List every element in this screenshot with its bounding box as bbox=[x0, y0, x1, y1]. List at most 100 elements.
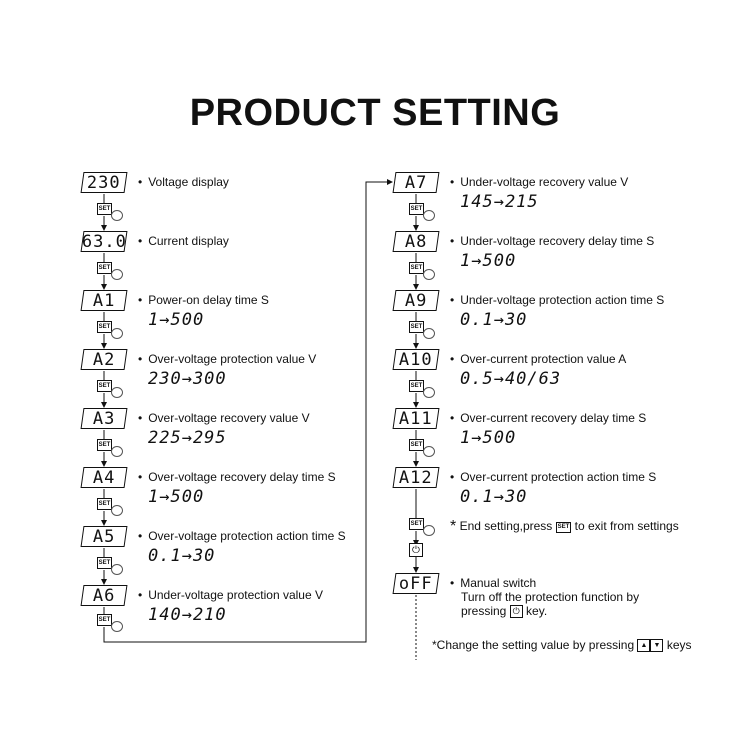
step-label: • Under-voltage recovery delay time S bbox=[450, 234, 654, 248]
bullet: • bbox=[450, 234, 455, 248]
hand-press-icon bbox=[111, 505, 123, 516]
manual-switch-line3: pressing ⏻ key. bbox=[461, 604, 548, 619]
lcd-value: A11 bbox=[399, 408, 433, 429]
bullet: • bbox=[450, 175, 455, 189]
step-label-text: Over-voltage protection value V bbox=[148, 352, 317, 366]
step-label: •Over-current recovery delay time S bbox=[450, 411, 646, 425]
step-label-text: Voltage display bbox=[148, 175, 229, 189]
bullet: • bbox=[138, 352, 143, 366]
lcd-value: oFF bbox=[399, 573, 433, 594]
set-key: SET bbox=[97, 614, 112, 626]
manual-line1-text: Manual switch bbox=[460, 576, 537, 590]
step-label-text: Over-voltage recovery delay time S bbox=[148, 470, 336, 484]
lcd-value: A7 bbox=[404, 172, 428, 193]
set-key: SET bbox=[97, 498, 112, 510]
footer-note: *Change the setting value by pressing ▲▼… bbox=[432, 638, 692, 653]
step-label: • Under-voltage protection value V bbox=[138, 588, 323, 602]
bullet: • bbox=[138, 175, 143, 189]
bullet: • bbox=[138, 470, 143, 484]
lcd-a1: A1 bbox=[80, 290, 128, 311]
set-key: SET bbox=[97, 557, 112, 569]
step-label: • Over-voltage recovery delay time S bbox=[138, 470, 336, 484]
lcd-a5: A5 bbox=[80, 526, 128, 547]
set-key: SET bbox=[409, 203, 424, 215]
hand-press-icon bbox=[423, 210, 435, 221]
hand-press-icon bbox=[423, 269, 435, 280]
asterisk: * bbox=[450, 518, 457, 535]
hand-press-icon bbox=[423, 446, 435, 457]
bullet: • bbox=[138, 529, 143, 543]
step-label-text: Under-voltage protection action time S bbox=[460, 293, 665, 307]
step-label: •Over-voltage protection action time S bbox=[138, 529, 346, 543]
step-label-text: Over-current recovery delay time S bbox=[460, 411, 647, 425]
bullet: • bbox=[450, 293, 455, 307]
set-key: SET bbox=[97, 321, 112, 333]
lcd-value: A5 bbox=[92, 526, 116, 547]
hand-press-icon bbox=[111, 446, 123, 457]
manual-line3-prefix: pressing bbox=[461, 604, 507, 618]
hand-press-icon bbox=[423, 525, 435, 536]
set-key: SET bbox=[97, 203, 112, 215]
range-value: 1→500 bbox=[460, 428, 517, 448]
lcd-value: 230 bbox=[87, 172, 121, 193]
range-value: 0.1→30 bbox=[148, 546, 216, 566]
hand-press-icon bbox=[423, 328, 435, 339]
lcd-a9: A9 bbox=[392, 290, 440, 311]
manual-line3-suffix: key. bbox=[526, 604, 548, 618]
range-value: 225→295 bbox=[148, 428, 227, 448]
step-label-text: Over-current protection value A bbox=[460, 352, 627, 366]
set-key: SET bbox=[409, 518, 424, 530]
step-label-text: Over-voltage recovery value V bbox=[148, 411, 310, 425]
step-label: • Under-voltage protection action time S bbox=[450, 293, 664, 307]
hand-press-icon bbox=[111, 621, 123, 632]
hand-press-icon bbox=[111, 387, 123, 398]
step-label: •Over-current protection action time S bbox=[450, 470, 656, 484]
range-value: 0.5→40/63 bbox=[460, 369, 562, 389]
step-label: •Under-voltage recovery value V bbox=[450, 175, 628, 189]
bullet: • bbox=[450, 470, 455, 484]
set-key: SET bbox=[97, 439, 112, 451]
lcd-value: A3 bbox=[92, 408, 116, 429]
bullet: • bbox=[138, 588, 143, 602]
lcd-value: A1 bbox=[92, 290, 116, 311]
lcd-value: A9 bbox=[404, 290, 428, 311]
step-label-text: Under-voltage recovery delay time S bbox=[460, 234, 655, 248]
lcd-a12: A12 bbox=[392, 467, 440, 488]
hand-press-icon bbox=[111, 210, 123, 221]
set-key: SET bbox=[97, 380, 112, 392]
set-key: SET bbox=[409, 262, 424, 274]
bullet: • bbox=[450, 576, 455, 590]
step-label-text: Under-voltage protection value V bbox=[148, 588, 323, 602]
lcd-voltage-display: 230 bbox=[80, 172, 128, 193]
step-label: • Over-voltage recovery value V bbox=[138, 411, 310, 425]
range-value: 140→210 bbox=[148, 605, 227, 625]
set-key: SET bbox=[97, 262, 112, 274]
bullet: • bbox=[138, 234, 143, 248]
lcd-value: 63.0 bbox=[81, 231, 127, 252]
lcd-value: A10 bbox=[399, 349, 433, 370]
lcd-value: A8 bbox=[404, 231, 428, 252]
lcd-a6: A6 bbox=[80, 585, 128, 606]
range-value: 145→215 bbox=[460, 192, 539, 212]
bullet: • bbox=[138, 293, 143, 307]
step-label: • Current display bbox=[138, 234, 229, 248]
step-label-text: Current display bbox=[148, 234, 229, 248]
step-label: •Power-on delay time S bbox=[138, 293, 269, 307]
end-setting-note: * End setting,press SET to exit from set… bbox=[450, 518, 679, 536]
bullet: • bbox=[138, 411, 143, 425]
hand-press-icon bbox=[111, 328, 123, 339]
bullet: • bbox=[450, 352, 455, 366]
hand-press-icon bbox=[111, 564, 123, 575]
hand-press-icon bbox=[111, 269, 123, 280]
range-value: 1→500 bbox=[148, 310, 205, 330]
step-label: • Voltage display bbox=[138, 175, 229, 189]
lcd-a11: A11 bbox=[392, 408, 440, 429]
end-note-prefix: End setting,press bbox=[459, 519, 553, 534]
lcd-value: A6 bbox=[92, 585, 116, 606]
range-value: 0.1→30 bbox=[460, 310, 528, 330]
range-value: 1→500 bbox=[460, 251, 517, 271]
set-key: SET bbox=[409, 380, 424, 392]
range-value: 1→500 bbox=[148, 487, 205, 507]
lcd-a8: A8 bbox=[392, 231, 440, 252]
